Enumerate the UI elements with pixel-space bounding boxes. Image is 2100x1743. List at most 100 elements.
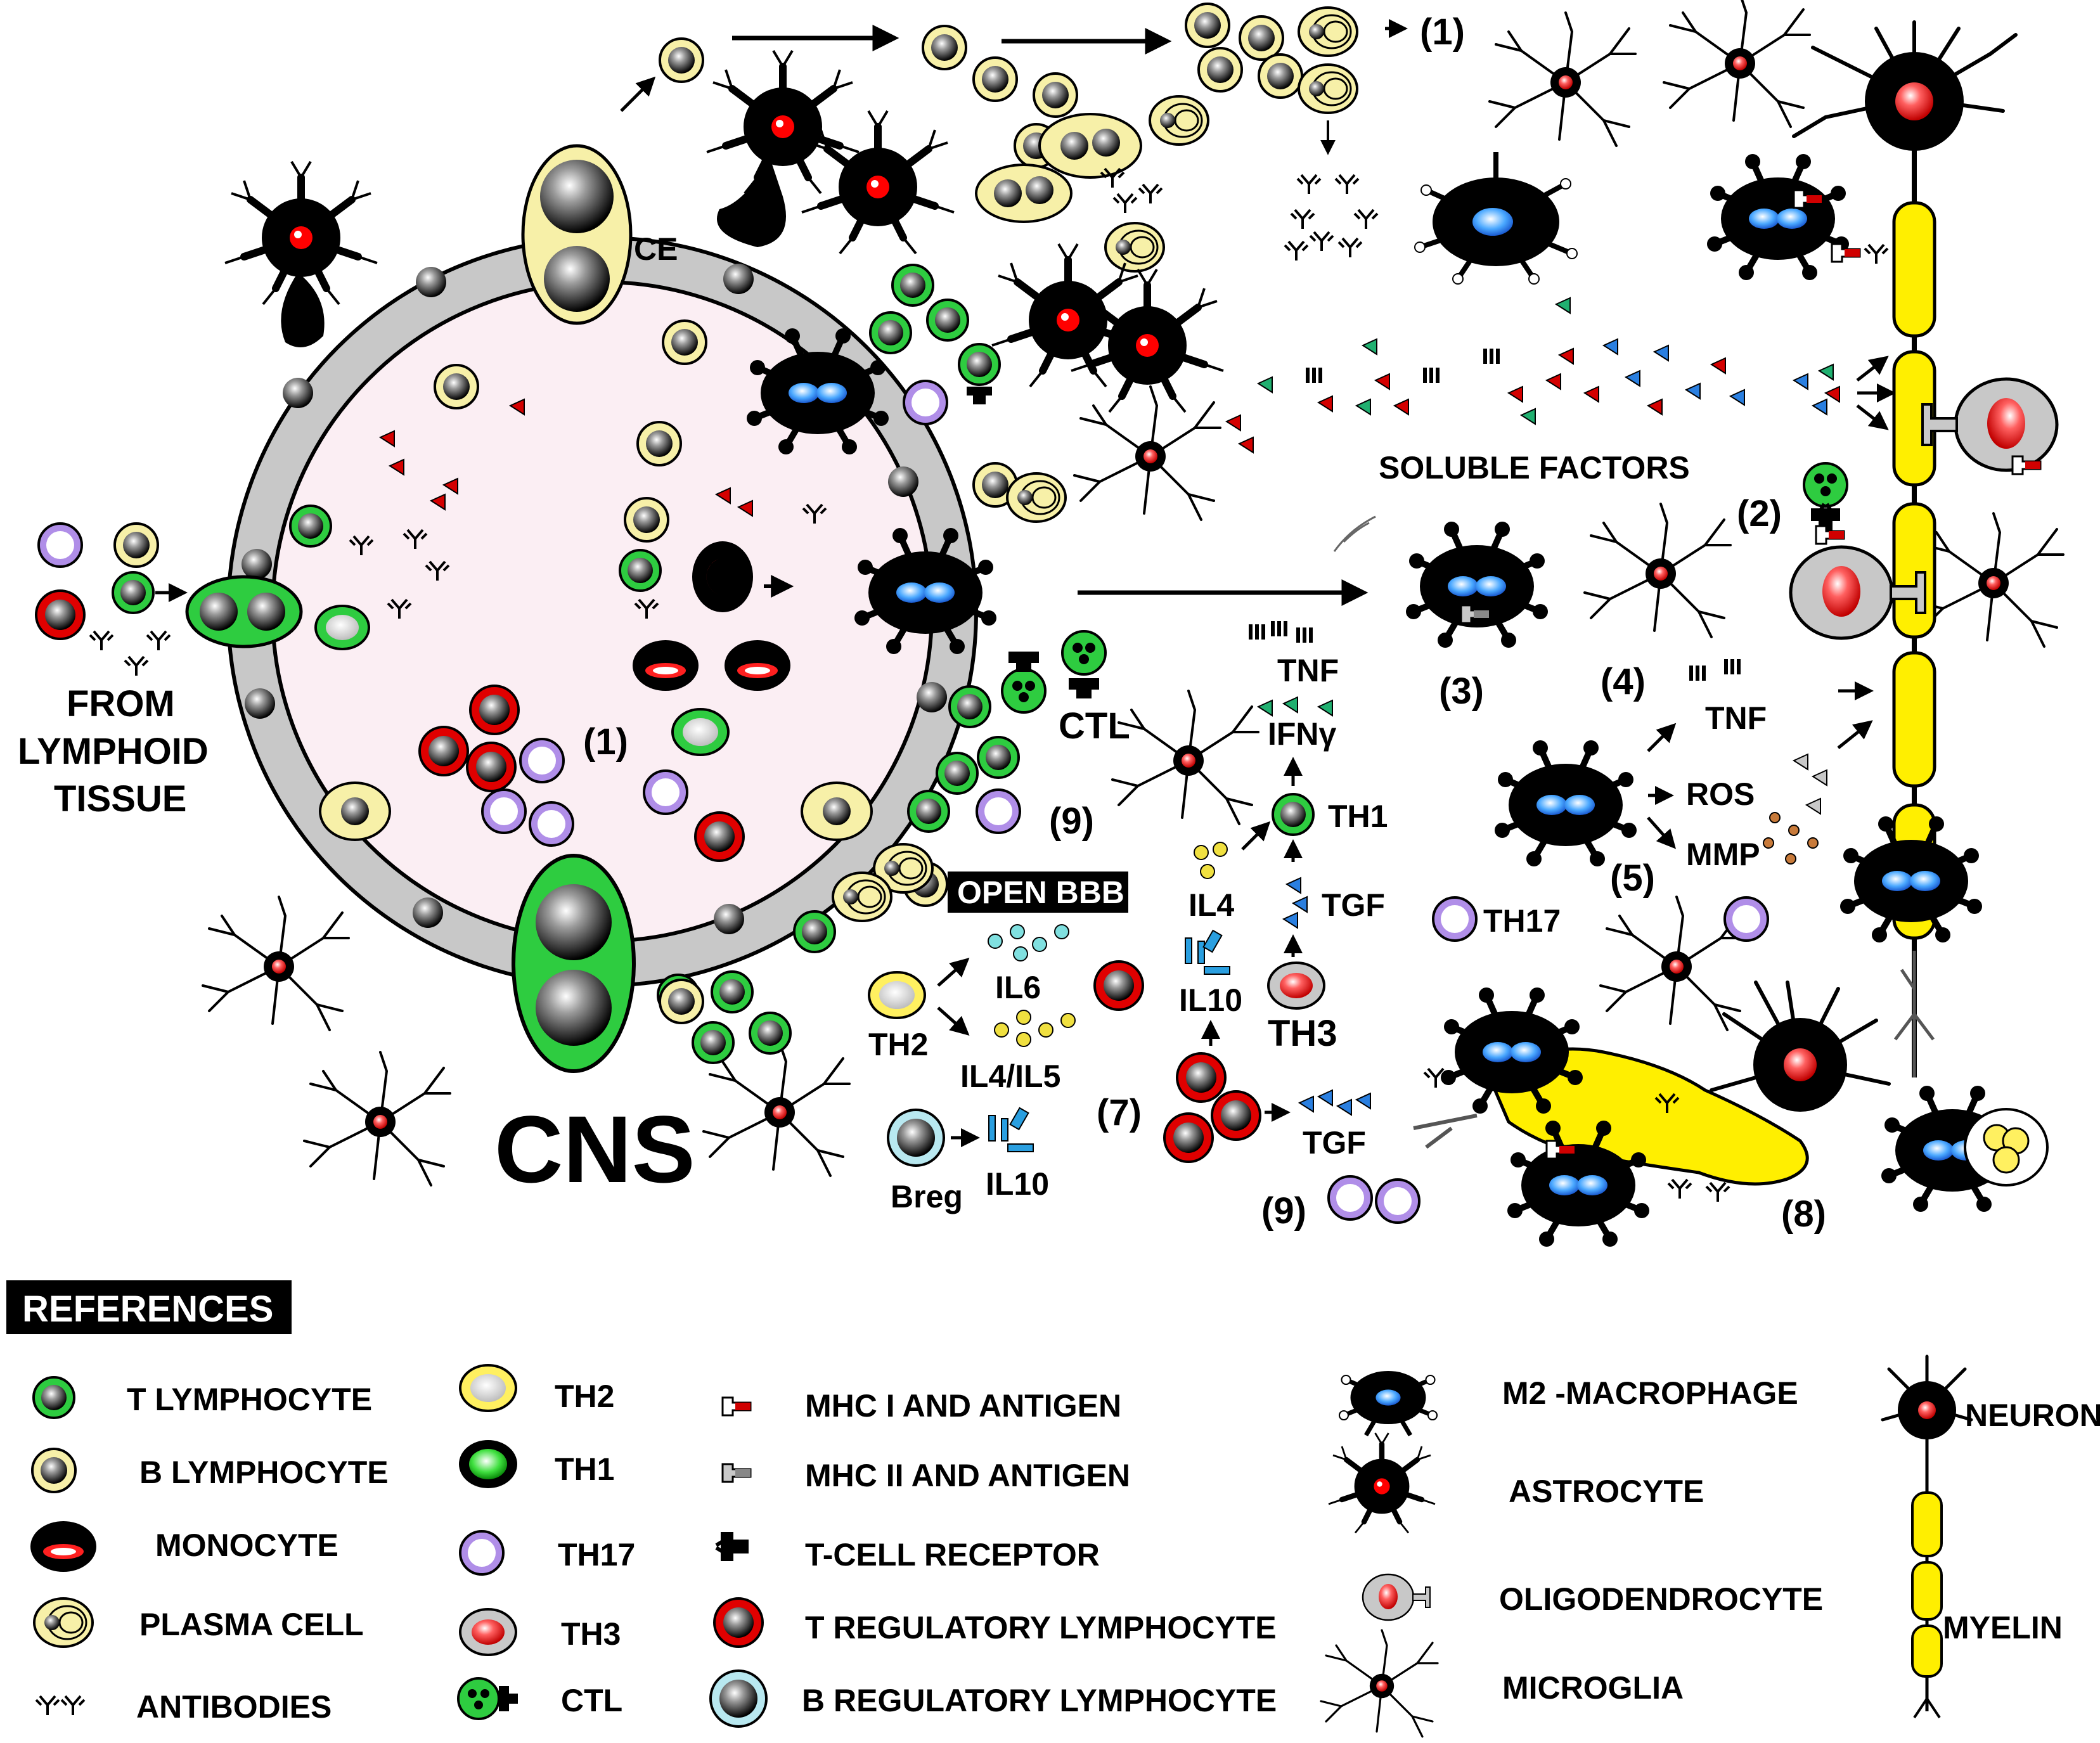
label-ros: ROS [1686, 776, 1755, 812]
label-soluble-factors: SOLUBLE FACTORS [1379, 450, 1690, 486]
ctl-cells [1001, 630, 1107, 714]
label-il4: IL4 [1188, 887, 1234, 923]
th17-bottom-2 [1375, 1178, 1420, 1224]
legend-icon-b-lymphocyte [31, 1448, 77, 1493]
open-bbb-box [948, 872, 1128, 913]
demyelination-scene [1413, 987, 1809, 1247]
legend-neuron: NEURON [1965, 1398, 2100, 1433]
legend-icon-th3 [459, 1608, 517, 1656]
legend-col-4: M2 -MACROPHAGE ASTROCYTE OLIGODENDROCYTE… [1320, 1371, 1823, 1738]
th2-cell [868, 971, 926, 1019]
legend-b-lymphocyte: B LYMPHOCYTE [139, 1455, 389, 1490]
label-step-3: (3) [1439, 671, 1484, 712]
label-from-lymphoid-tissue: FROM LYMPHOID TISSUE [18, 683, 209, 820]
microglia-5 [1916, 512, 2065, 648]
legend-icon-t-lymphocyte [32, 1376, 75, 1419]
lymphoid-tissue-cells [35, 522, 188, 677]
label-step-7: (7) [1097, 1092, 1142, 1133]
legend-mhc1: MHC I AND ANTIGEN [805, 1388, 1121, 1424]
lumen-cells [289, 319, 790, 862]
label-th1: TH1 [1328, 799, 1388, 834]
transmigrating-cells-sides [319, 781, 873, 841]
label-step-1-mid: (1) [583, 721, 628, 762]
neuron-bottom [1710, 981, 1891, 1112]
legend-icon-mhc1 [721, 1396, 752, 1417]
legend-treg: T REGULATORY LYMPHOCYTE [805, 1610, 1277, 1645]
label-step-8: (8) [1781, 1193, 1826, 1235]
label-breg: Breg [891, 1179, 963, 1214]
microglia-7 [202, 896, 350, 1031]
label-ce: CE [634, 231, 678, 267]
b-cell-maturation-row: (1) [620, 3, 1465, 262]
legend-icon-monocyte [30, 1521, 96, 1572]
endothelial-nuclei [242, 264, 947, 934]
legend-col-1: T LYMPHOCYTE B LYMPHOCYTE MONOCYTE PLASM… [30, 1376, 389, 1725]
label-th3: TH3 [1268, 1013, 1337, 1054]
legend-astrocyte: ASTROCYTE [1509, 1474, 1704, 1509]
legend-icon-neuron [1881, 1354, 1973, 1439]
label-ifng: IFNγ [1268, 716, 1337, 752]
legend-plasma-cell: PLASMA CELL [139, 1607, 364, 1642]
th17-bottom-1 [1327, 1175, 1373, 1221]
il10-glyph-b [988, 1107, 1034, 1152]
breg-cell [887, 1109, 945, 1167]
ros-mmp: ROS MMP [1647, 753, 1827, 872]
legend-oligodendrocyte: OLIGODENDROCYTE [1499, 1581, 1823, 1617]
label-tnf-a: TNF [1277, 653, 1339, 688]
label-th2: TH2 [868, 1027, 928, 1062]
tnf-ifng-chain: TNF IFNγ TH1 TGF TH3 [1249, 621, 1388, 1054]
legend-col-3: MHC I AND ANTIGEN MHC II AND ANTIGEN T-C… [709, 1388, 1277, 1728]
transmigrating-b-cell-top [521, 144, 633, 325]
legend-icon-m2-macrophage [1338, 1371, 1438, 1437]
label-tgf-a: TGF [1322, 887, 1385, 923]
label-tgf-b: TGF [1303, 1125, 1366, 1161]
th17-mid [1432, 896, 1478, 942]
label-tnf-b: TNF [1705, 700, 1767, 736]
myelinated-axon [1894, 146, 1935, 1077]
legend-col-5: NEURON MYELIN [1881, 1354, 2100, 1719]
astrocyte-top-center [707, 51, 859, 193]
legend-icon-mhc2 [721, 1463, 752, 1483]
legend-t-lymphocyte: T LYMPHOCYTE [127, 1382, 372, 1417]
tnf-factors-right: TNF [1647, 659, 1874, 752]
legend-icon-tcr [716, 1534, 747, 1559]
microglia-3 [1073, 385, 1221, 521]
legend-microglia: MICROGLIA [1502, 1670, 1684, 1706]
legend-icon-myelin [1911, 1439, 1943, 1719]
legend-tcr: T-CELL RECEPTOR [805, 1537, 1100, 1573]
legend-breg: B REGULATORY LYMPHOCYTE [802, 1683, 1277, 1718]
microglia-8 [303, 1051, 451, 1187]
legend-icon-astrocyte [1329, 1433, 1435, 1533]
label-step-5: (5) [1610, 858, 1655, 899]
transmigrating-t-cell-left [185, 575, 303, 648]
label-open-bbb: OPEN BBB [957, 875, 1124, 910]
legend-icon-th1 [459, 1440, 517, 1488]
transmigrating-t-cell-bottom [512, 854, 636, 1073]
m2-macrophage-3 [1406, 522, 1548, 648]
label-ctl: CTL [1059, 705, 1130, 747]
svg-text:FROM: FROM [67, 683, 175, 724]
legend-th1: TH1 [555, 1451, 614, 1487]
legend-th3: TH3 [561, 1616, 621, 1652]
astrocyte-foot-top-left [281, 273, 325, 347]
label-il10-b: IL10 [986, 1166, 1049, 1202]
legend-icon-ctl [457, 1677, 518, 1720]
signal-waves [1333, 515, 1376, 552]
svg-text:LYMPHOID: LYMPHOID [18, 731, 209, 772]
legend-icon-th2 [459, 1364, 517, 1412]
legend-mhc2: MHC II AND ANTIGEN [805, 1458, 1130, 1493]
legend-ctl: CTL [561, 1683, 622, 1718]
label-step-1-top: (1) [1420, 11, 1465, 53]
il4-il10-chain: IL4 IL10 [1179, 821, 1271, 1046]
microglia-9 [702, 1041, 851, 1177]
microglia-2 [1663, 0, 1811, 128]
label-step-2: (2) [1737, 493, 1782, 534]
label-step-9-a: (9) [1049, 801, 1094, 842]
ctl-engaging-oligo [1803, 462, 1848, 545]
legend-icon-antibodies [35, 1695, 86, 1716]
legend-icon-breg [709, 1669, 768, 1728]
legend-antibodies: ANTIBODIES [136, 1689, 332, 1725]
legend-col-2: TH2 TH1 TH17 TH3 CTL [457, 1364, 635, 1720]
soluble-factors-band [1226, 297, 1896, 453]
